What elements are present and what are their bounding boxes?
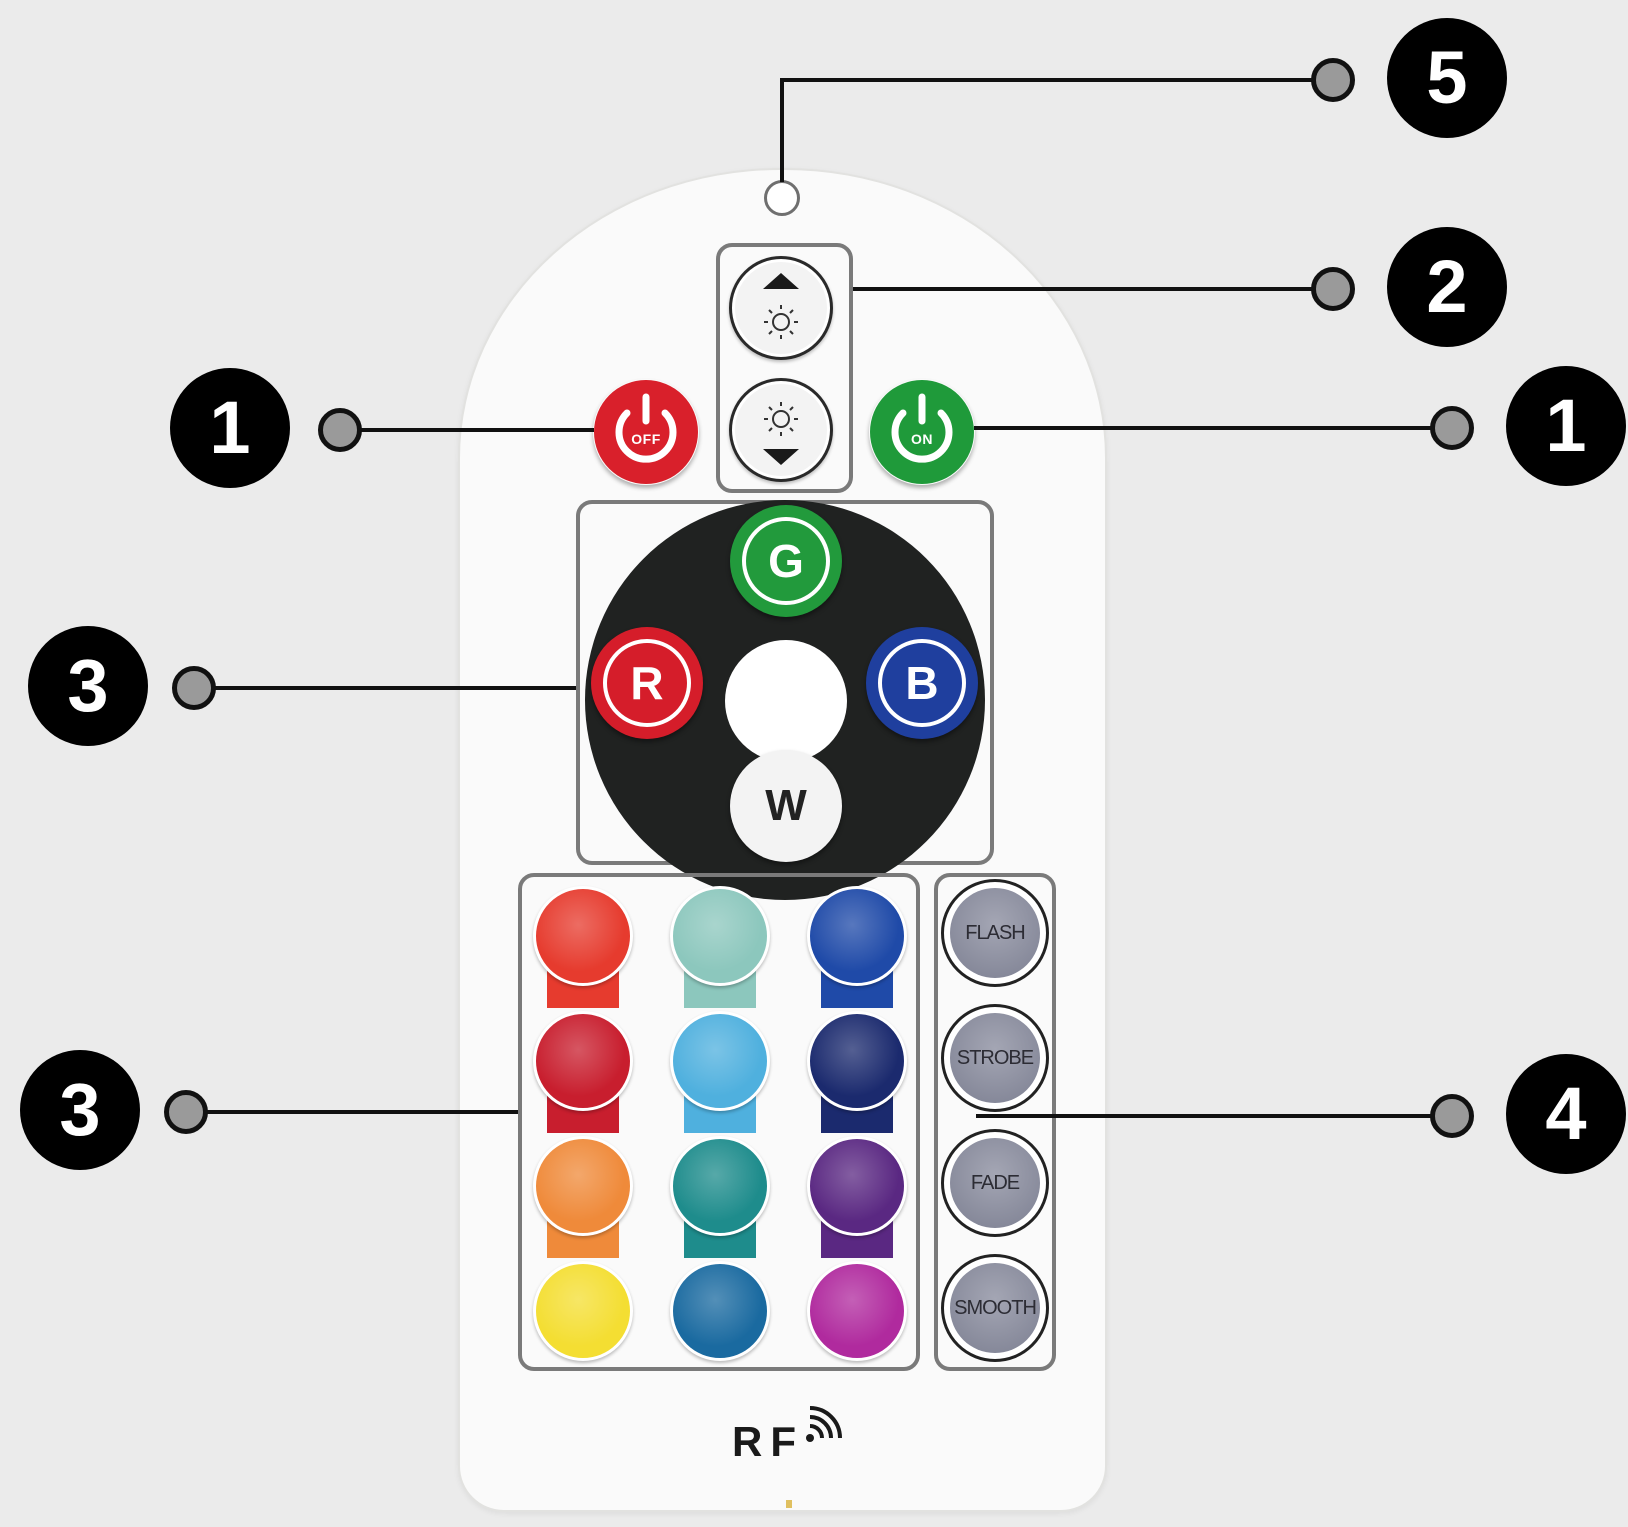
leader-brightness [853,287,1331,291]
color-swatch-button[interactable] [533,886,633,986]
red-label: R [630,657,664,709]
leader-ir [780,78,1330,82]
rf-logo: RF [732,1418,804,1465]
mode-button-flash[interactable]: FLASH [941,879,1049,987]
white-button[interactable]: W [730,750,842,862]
color-swatch-button[interactable] [670,1136,770,1236]
callout-dot-2 [1311,267,1355,311]
mode-label: STROBE [956,1047,1034,1069]
leader-power-off [342,428,594,432]
brightness-down-icon [763,402,799,465]
callout-dot-1-right [1430,406,1474,450]
callout-badge-1-left: 1 [170,368,290,488]
color-swatch-button[interactable] [533,1136,633,1236]
leader-rgb [194,686,576,690]
power-on-icon [891,409,953,463]
rf-wave-icon [806,1406,842,1442]
color-swatch-button[interactable] [807,1136,907,1236]
power-off-bg [594,380,698,484]
power-on-bg [870,380,974,484]
color-swatch-button[interactable] [533,1011,633,1111]
mode-label: FLASH [965,922,1025,944]
power-off-button[interactable]: OFF [593,379,699,485]
mode-button-fade[interactable]: FADE [941,1129,1049,1237]
color-swatch-button[interactable] [670,1261,770,1361]
callout-dot-3-top [172,666,216,710]
callout-dot-5 [1311,58,1355,102]
red-button[interactable]: R [591,627,703,739]
callout-badge-2: 2 [1387,227,1507,347]
leader-colors [185,1110,518,1114]
power-on-button[interactable]: ON [869,379,975,485]
mode-label: SMOOTH [954,1297,1037,1319]
power-off-icon [615,409,677,463]
callout-dot-1-left [318,408,362,452]
leader-power-on [974,426,1450,430]
color-swatch-button[interactable] [533,1261,633,1361]
brightness-up-icon [763,273,799,339]
leader-modes [976,1114,1450,1118]
ir-window [764,180,800,216]
callout-badge-1-right: 1 [1506,366,1626,486]
callout-badge-4: 4 [1506,1054,1626,1174]
leader-ir-vertical [780,78,784,182]
bottom-mark [786,1500,792,1508]
power-on-label: ON [911,431,933,447]
power-off-label: OFF [631,431,661,447]
wheel-center [725,640,847,762]
green-label: G [768,535,804,587]
brightness-down-button[interactable] [729,378,833,482]
color-grid-group [518,873,920,1371]
mode-label: FADE [970,1172,1020,1194]
color-swatch-button[interactable] [670,886,770,986]
brightness-group [716,243,853,493]
green-button[interactable]: G [730,505,842,617]
mode-button-smooth[interactable]: SMOOTH [941,1254,1049,1362]
color-swatch-button[interactable] [807,886,907,986]
mode-button-strobe[interactable]: STROBE [941,1004,1049,1112]
blue-button[interactable]: B [866,627,978,739]
blue-label: B [905,657,939,709]
color-swatch-button[interactable] [670,1011,770,1111]
callout-badge-3-top: 3 [28,626,148,746]
callout-dot-3-bottom [164,1090,208,1134]
callout-dot-4 [1430,1094,1474,1138]
brightness-up-button[interactable] [729,256,833,360]
white-label: W [765,781,807,830]
callout-badge-5: 5 [1387,18,1507,138]
color-swatch-button[interactable] [807,1261,907,1361]
modes-group [934,873,1056,1371]
callout-badge-3-bottom: 3 [20,1050,140,1170]
color-swatch-button[interactable] [807,1011,907,1111]
